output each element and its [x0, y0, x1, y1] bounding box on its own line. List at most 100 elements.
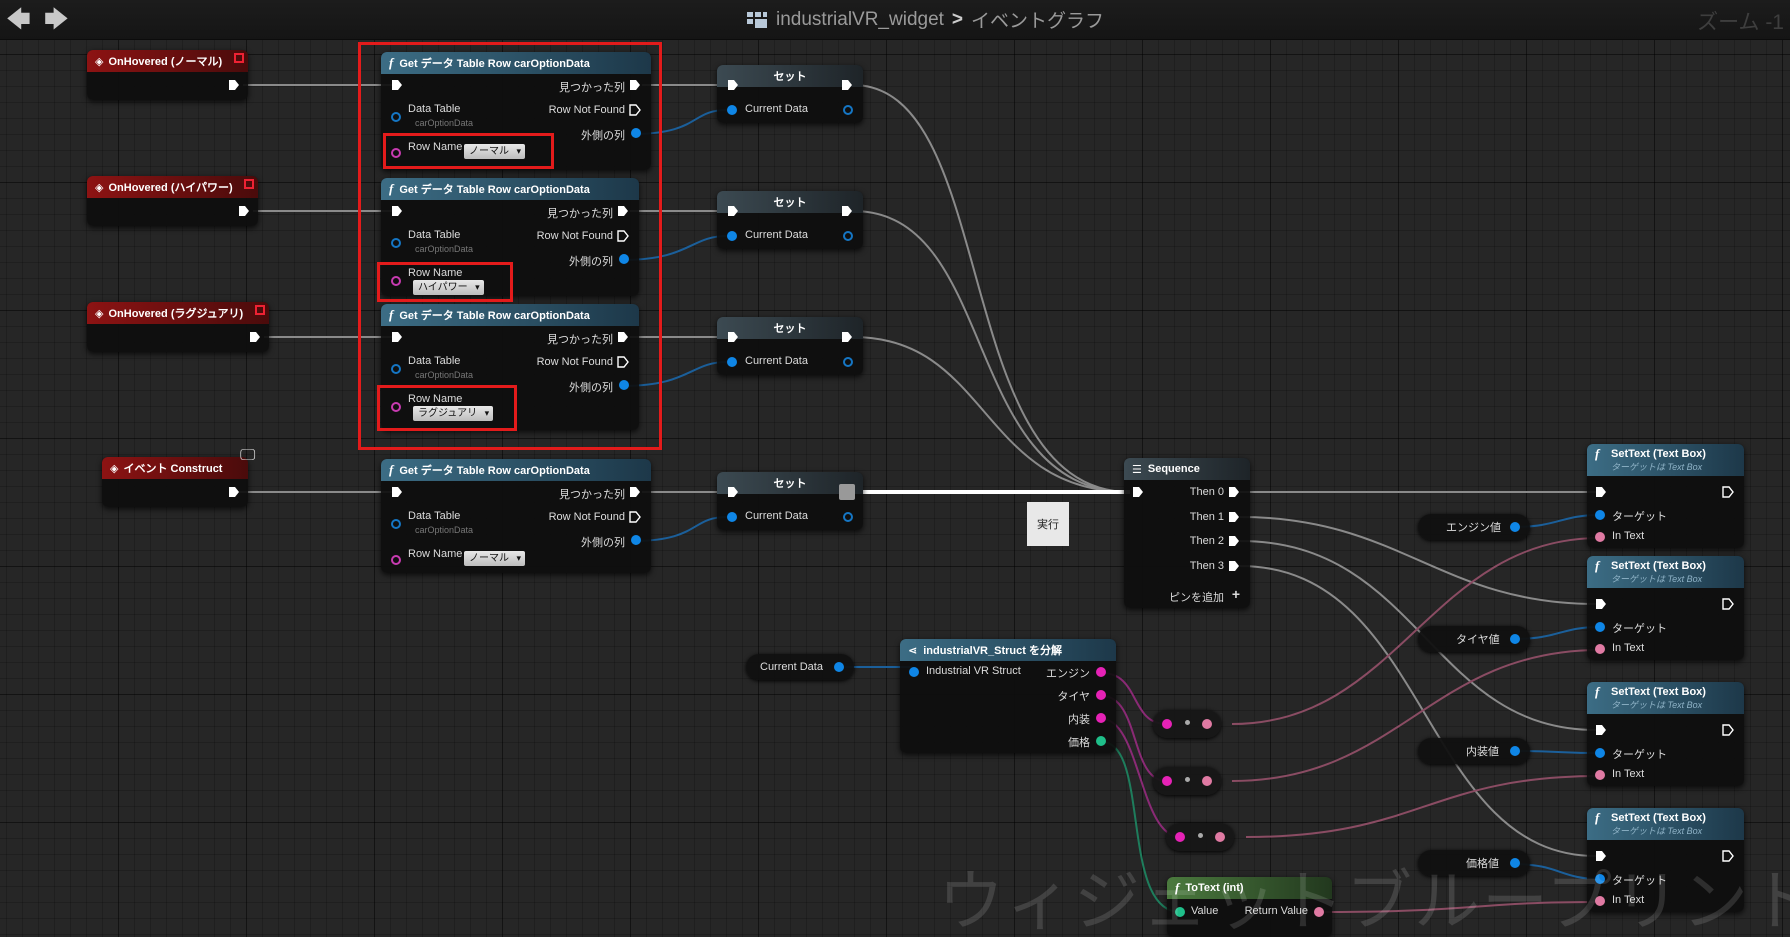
price-out-pin[interactable]	[1096, 736, 1106, 746]
event-node-normal[interactable]: ◈OnHovered (ノーマル)	[87, 50, 248, 100]
current-data-out-pin[interactable]	[843, 231, 853, 241]
add-pin-button[interactable]: ピンを追加	[1169, 592, 1224, 604]
target-pin[interactable]	[1595, 874, 1605, 884]
out-row-pin[interactable]	[631, 128, 641, 138]
row-name-pin[interactable]	[391, 148, 401, 158]
engine-value-pin[interactable]	[1510, 522, 1520, 532]
out-row-pin[interactable]	[619, 380, 629, 390]
exec-out-pin[interactable]	[617, 230, 629, 242]
conversion-out-pin[interactable]	[1202, 776, 1212, 786]
conversion-in-pin[interactable]	[1162, 719, 1172, 729]
delegate-pin-icon[interactable]	[255, 305, 265, 315]
event-node-construct[interactable]: ◈イベント Construct	[102, 457, 248, 507]
exec-in-pin[interactable]	[727, 486, 739, 498]
tire-value-getter[interactable]: タイヤ値	[1418, 626, 1530, 652]
exec-out-pin[interactable]	[228, 79, 240, 91]
price-value-getter[interactable]: 価格値	[1418, 850, 1530, 876]
exec-out-pin[interactable]	[238, 205, 250, 217]
exec-out-pin[interactable]	[1722, 598, 1734, 610]
set-text-node-0[interactable]: f SetText (Text Box) ターゲットは Text Box ターゲ…	[1587, 444, 1744, 548]
set-node-1[interactable]: セット Current Data	[717, 191, 863, 249]
in-text-pin[interactable]	[1595, 532, 1605, 542]
current-data-getter-pin[interactable]	[834, 662, 844, 672]
target-pin[interactable]	[1595, 622, 1605, 632]
then-pin[interactable]	[1228, 535, 1240, 547]
current-data-out-pin[interactable]	[843, 512, 853, 522]
row-name-pin[interactable]	[391, 555, 401, 565]
current-data-pin[interactable]	[727, 512, 737, 522]
set-node-3[interactable]: セット Current Data	[717, 472, 863, 530]
delegate-pin-icon[interactable]	[234, 53, 244, 63]
conversion-in-pin[interactable]	[1175, 832, 1185, 842]
conversion-out-pin[interactable]	[1202, 719, 1212, 729]
exec-out-pin-active[interactable]	[839, 484, 855, 500]
exec-out-pin[interactable]	[841, 205, 853, 217]
break-struct-node[interactable]: ⋖industrialVR_Struct を分解 Industrial VR S…	[900, 639, 1116, 753]
exec-in-pin[interactable]	[1595, 724, 1607, 736]
then-pin[interactable]	[1228, 560, 1240, 572]
conversion-in-pin[interactable]	[1162, 776, 1172, 786]
interior-value-getter[interactable]: 内装値	[1418, 738, 1530, 764]
exec-out-pin[interactable]	[629, 511, 641, 523]
engine-out-pin[interactable]	[1096, 667, 1106, 677]
row-name-pin[interactable]	[391, 276, 401, 286]
exec-in-pin[interactable]	[1595, 598, 1607, 610]
exec-out-pin[interactable]	[1722, 850, 1734, 862]
set-text-node-2[interactable]: f SetText (Text Box) ターゲットは Text Box ターゲ…	[1587, 682, 1744, 786]
row-name-dropdown[interactable]: ノーマル	[464, 144, 525, 159]
data-table-pin[interactable]	[391, 238, 401, 248]
exec-out-pin[interactable]	[629, 486, 641, 498]
engine-value-getter[interactable]: エンジン値	[1418, 514, 1530, 540]
then-pin[interactable]	[1228, 511, 1240, 523]
exec-out-pin[interactable]	[1722, 486, 1734, 498]
breadcrumb-widget[interactable]: industrialVR_widget	[776, 8, 944, 30]
set-text-node-3[interactable]: f SetText (Text Box) ターゲットは Text Box ターゲ…	[1587, 808, 1744, 912]
row-name-pin[interactable]	[391, 402, 401, 412]
value-in-pin[interactable]	[1175, 907, 1185, 917]
string-to-text-conversion[interactable]	[1153, 767, 1221, 795]
row-name-dropdown[interactable]: ノーマル	[464, 551, 525, 566]
string-to-text-conversion[interactable]	[1153, 710, 1221, 738]
data-table-pin[interactable]	[391, 364, 401, 374]
interior-out-pin[interactable]	[1096, 713, 1106, 723]
exec-out-pin[interactable]	[629, 104, 641, 116]
data-table-value[interactable]: carOptionData	[415, 525, 474, 535]
data-table-value[interactable]: carOptionData	[415, 244, 474, 254]
exec-out-pin[interactable]	[629, 79, 641, 91]
event-node-luxury[interactable]: ◈OnHovered (ラグジュアリ)	[87, 302, 269, 352]
target-pin[interactable]	[1595, 510, 1605, 520]
exec-in-pin[interactable]	[391, 79, 403, 91]
exec-out-pin[interactable]	[617, 356, 629, 368]
conversion-out-pin[interactable]	[1215, 832, 1225, 842]
exec-out-pin[interactable]	[1722, 724, 1734, 736]
row-name-dropdown[interactable]: ラグジュアリ	[413, 406, 494, 421]
exec-in-pin[interactable]	[1595, 486, 1607, 498]
exec-in-pin[interactable]	[391, 486, 403, 498]
exec-out-pin[interactable]	[228, 486, 240, 498]
out-row-pin[interactable]	[619, 254, 629, 264]
target-pin[interactable]	[1595, 748, 1605, 758]
price-value-pin[interactable]	[1510, 858, 1520, 868]
exec-in-pin[interactable]	[727, 331, 739, 343]
current-data-pin[interactable]	[727, 105, 737, 115]
data-table-pin[interactable]	[391, 519, 401, 529]
exec-in-pin[interactable]	[391, 205, 403, 217]
exec-in-pin[interactable]	[727, 79, 739, 91]
out-row-pin[interactable]	[631, 535, 641, 545]
exec-out-pin[interactable]	[617, 205, 629, 217]
event-node-highpower[interactable]: ◈OnHovered (ハイパワー)	[87, 176, 258, 226]
exec-in-pin[interactable]	[727, 205, 739, 217]
interior-value-pin[interactable]	[1510, 746, 1520, 756]
plus-icon[interactable]: +	[1231, 586, 1240, 602]
tire-value-pin[interactable]	[1510, 634, 1520, 644]
exec-in-pin[interactable]	[1132, 486, 1144, 498]
breadcrumb-graph[interactable]: イベントグラフ	[971, 11, 1105, 32]
in-text-pin[interactable]	[1595, 644, 1605, 654]
current-data-out-pin[interactable]	[843, 357, 853, 367]
tire-out-pin[interactable]	[1096, 690, 1106, 700]
